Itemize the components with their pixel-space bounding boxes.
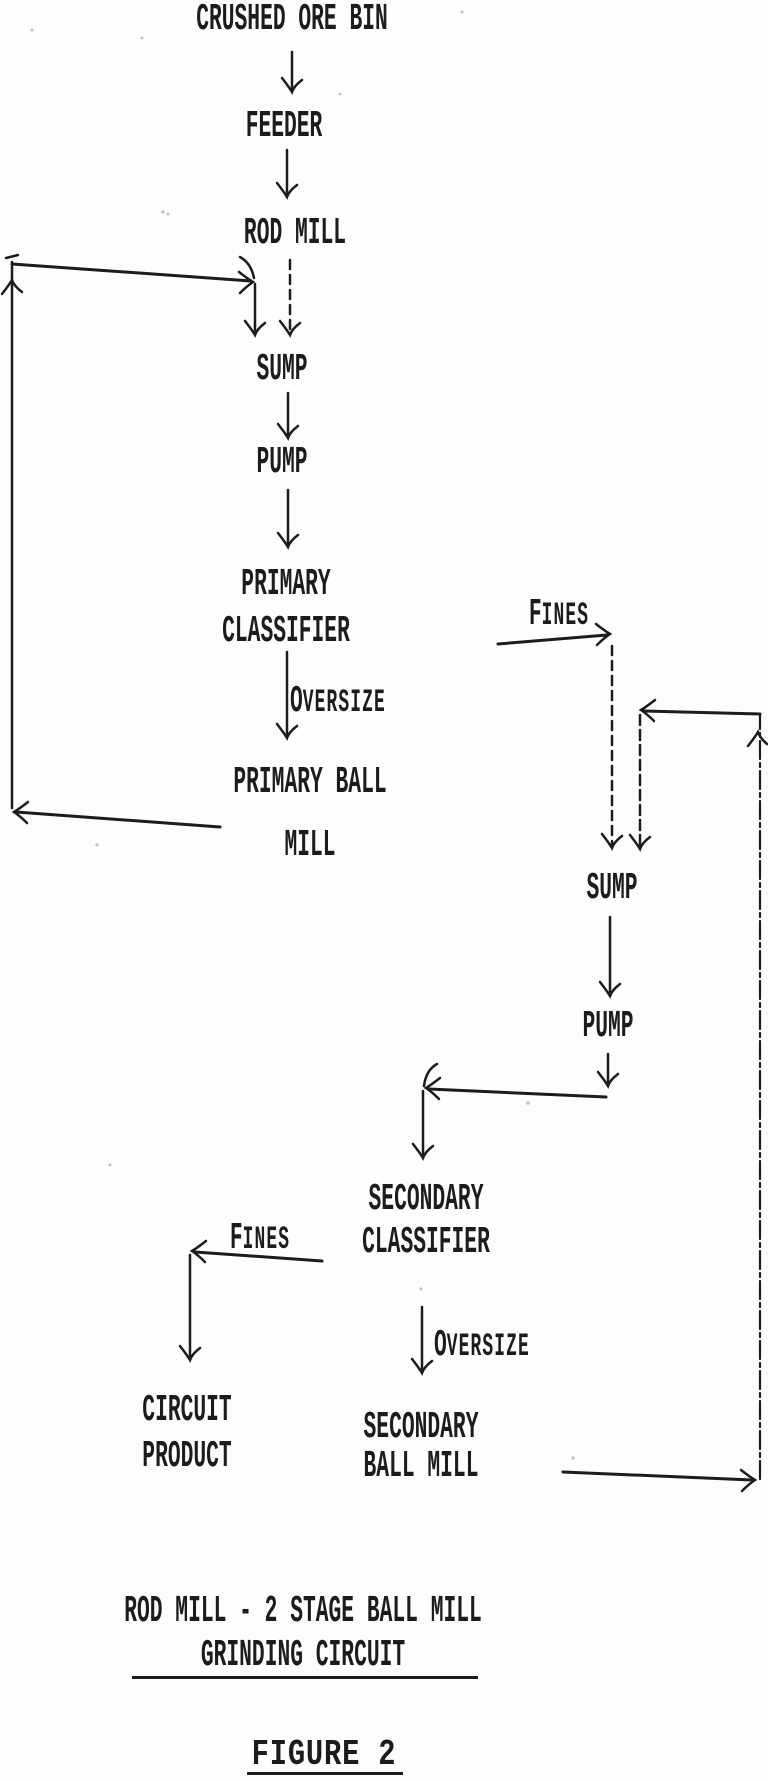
stream-label-secondary-oversize: OVERSIZE	[434, 1324, 530, 1367]
arrow-rod-mill-to-sump	[278, 258, 302, 338]
primary-recycle-return-line	[0, 253, 267, 829]
arrow-feeder-to-rod-mill	[275, 148, 299, 200]
arrow-pump-to-primary-classifier	[276, 488, 300, 550]
secondary-recycle-return-line	[561, 698, 768, 1493]
node-crushed-ore-bin: CRUSHED ORE BIN	[196, 0, 388, 41]
caption-underline	[132, 1676, 478, 1679]
node-primary-pump: PUMP	[256, 441, 308, 484]
node-secondary-pump: PUMP	[582, 1005, 634, 1048]
stream-label-secondary-fines: FINES	[229, 1217, 291, 1260]
paper-specks	[30, 10, 575, 1460]
arrow-primary-classifier-oversize	[275, 650, 299, 741]
node-feeder: FEEDER	[245, 105, 323, 148]
arrow-crushed-ore-bin-to-feeder	[280, 50, 304, 95]
stream-label-primary-oversize: OVERSIZE	[290, 680, 386, 723]
node-secondary-sump: SUMP	[586, 867, 638, 910]
primary-fines-line	[496, 622, 624, 851]
arrow-sump-to-pump-primary	[276, 391, 300, 441]
stream-label-primary-fines: FINES	[528, 593, 590, 636]
figure-number: FIGURE 2	[251, 1734, 397, 1775]
node-rod-mill: ROD MILL	[243, 212, 347, 255]
arrow-pump-to-secondary-classifier	[411, 1052, 620, 1161]
figure-number-underline	[247, 1772, 403, 1775]
arrow-secondary-classifier-oversize	[410, 1305, 434, 1376]
node-primary-sump: SUMP	[256, 348, 308, 391]
secondary-fines-line	[178, 1239, 324, 1363]
arrow-sump-to-pump-secondary	[598, 915, 622, 999]
